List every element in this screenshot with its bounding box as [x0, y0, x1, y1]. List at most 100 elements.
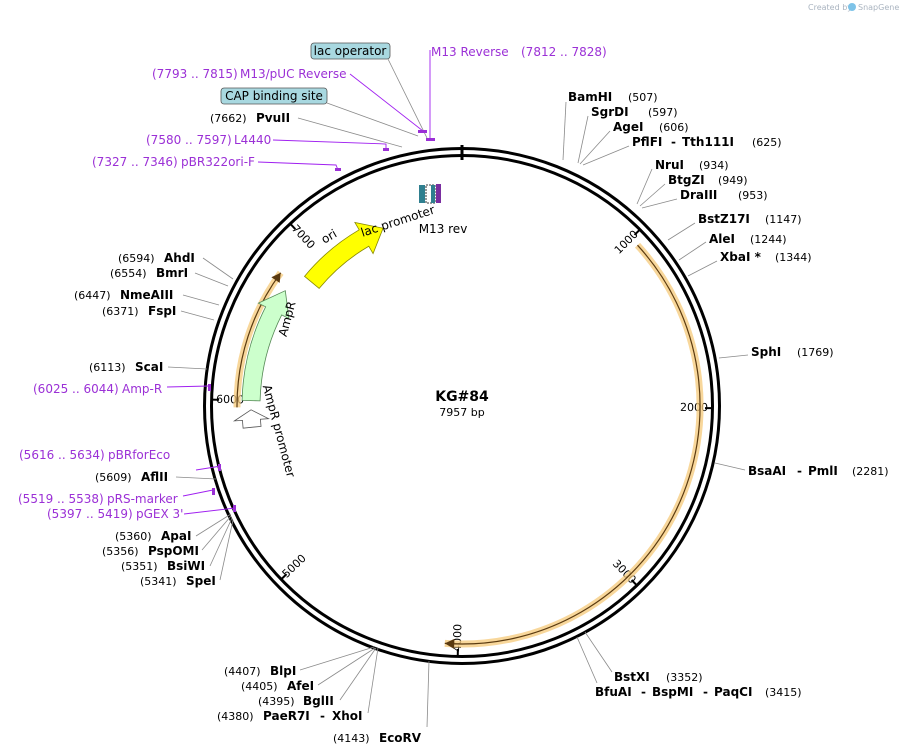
- primer-l4440-range: (7580 .. 7597): [146, 133, 232, 147]
- primer-pbrforeco-leader: [195, 465, 222, 471]
- site-bstz17i: BstZ17I (1147): [667, 212, 802, 241]
- site-paer7i-name: PaeR7I: [263, 709, 310, 723]
- site-ecorv-name: EcoRV: [379, 731, 422, 745]
- primer-m13-reverse-mark: [426, 138, 435, 141]
- site-spei-name: SpeI: [186, 574, 216, 588]
- tick-mark-7000: [289, 223, 297, 230]
- site-bstxi-name: BstXI: [614, 670, 650, 684]
- cap-binding-label: CAP binding site: [225, 89, 323, 103]
- site-blpi-name: BlpI: [270, 664, 296, 678]
- primer-prs-marker: (5519 .. 5538) pRS-marker: [18, 488, 215, 506]
- site-apai-coord: (5360): [115, 530, 152, 543]
- site-aflii: (5609) AflII: [95, 470, 217, 484]
- site-blpi: (4407) BlpI: [224, 646, 375, 678]
- site-pflfi-name: PflFI: [632, 135, 662, 149]
- site-btgzi-coord: (949): [718, 174, 748, 187]
- cap-site-mark: [419, 185, 425, 203]
- site-pflfi-coord: (625): [752, 136, 782, 149]
- site-agei: AgeI (606): [579, 120, 689, 165]
- lac-operator-leader: [387, 58, 428, 139]
- site-sphi: SphI (1769): [718, 345, 834, 359]
- primer-m13-reverse-range: (7812 .. 7828): [521, 45, 607, 59]
- credit-prefix: Created by: [808, 3, 852, 12]
- site-ahdi-leader: [202, 257, 234, 280]
- site-bmri-leader: [194, 272, 229, 287]
- site-pvuii-name: PvuII: [256, 111, 290, 125]
- site-xbai: XbaI * (1344): [687, 250, 812, 277]
- primer-pbrforeco: (5616 .. 5634) pBRforEco: [19, 448, 222, 471]
- site-bsiwi-coord: (5351): [121, 560, 158, 573]
- site-bsaai-coord: (2281): [852, 465, 889, 478]
- site-paer7i-coord: (4380): [217, 710, 254, 723]
- credit-brand: SnapGene: [858, 3, 899, 12]
- primer-pbr322ori-f-name: pBR322ori-F: [181, 155, 255, 169]
- site-scai-coord: (6113): [89, 361, 126, 374]
- lac-operator-box: lac operator: [310, 42, 391, 60]
- primer-pgex3-mark: [233, 505, 236, 512]
- site-sgrdi-leader: [577, 115, 589, 164]
- site-ahdi: (6594) AhdI: [118, 251, 234, 280]
- site-pflfi-leader: [582, 145, 630, 166]
- m13-rev-mark: [436, 184, 441, 203]
- cap-binding-leader: [326, 102, 419, 137]
- site-apai-name: ApaI: [161, 529, 191, 543]
- site-pvuii-leader: [297, 117, 403, 148]
- site-alei-leader: [678, 241, 707, 261]
- primer-pbrforeco-name: pBRforEco: [108, 448, 170, 462]
- cap-binding-box: CAP binding site: [220, 87, 328, 105]
- site-bamhi: BamHI (507): [562, 90, 658, 161]
- site-sgrdi-name: SgrDI: [591, 105, 629, 119]
- primer-pgex3-leader: [183, 507, 236, 515]
- site-draiii-leader: [641, 198, 678, 209]
- site-aflii-name: AflII: [141, 470, 168, 484]
- lac-operator-label: lac operator: [314, 44, 387, 58]
- ampr-promoter-arrow: [232, 409, 270, 429]
- primer-m13puc-reverse-mark: [418, 130, 427, 133]
- site-spei-coord: (5341): [140, 575, 177, 588]
- primer-prs-marker-mark: [212, 488, 215, 495]
- primer-amp-r: (6025 .. 6044) Amp-R: [33, 382, 211, 396]
- site-bfuai: BfuAI - BspMI - PaqCI (3415): [576, 636, 802, 699]
- site-alei: AleI (1244): [678, 232, 787, 261]
- site-bsaai-name: BsaAI: [748, 464, 786, 478]
- primer-pbr322ori-f-range: (7327 .. 7346): [92, 155, 178, 169]
- primer-pbrforeco-mark: [218, 464, 221, 471]
- primer-m13puc-reverse-name: M13/pUC Reverse: [240, 67, 347, 81]
- site-blpi-coord: (4407): [224, 665, 261, 678]
- tick-label-7000: 7000: [289, 222, 318, 251]
- site-spei: (5341) SpeI: [140, 519, 234, 588]
- site-bfuai-sep1: -: [641, 685, 646, 699]
- lac-region-marks: [419, 184, 441, 204]
- primer-pbrforeco-range: (5616 .. 5634): [19, 448, 105, 462]
- site-bsaai-leader: [714, 462, 746, 471]
- site-bsaai: BsaAI - PmlI (2281): [714, 462, 889, 478]
- site-bamhi-coord: (507): [628, 91, 658, 104]
- site-nmeaiii-coord: (6447): [74, 289, 111, 302]
- primer-pbr322ori-f: (7327 .. 7346) pBR322ori-F: [92, 155, 341, 171]
- site-draiii-name: DraIII: [680, 188, 717, 202]
- site-bfuai-sep2: -: [703, 685, 708, 699]
- site-bmri-name: BmrI: [156, 266, 188, 280]
- primer-m13puc-reverse-leader: [349, 73, 424, 132]
- site-btgzi-name: BtgZI: [668, 173, 705, 187]
- primer-l4440-name: L4440: [234, 133, 271, 147]
- site-bsaai-sep: -: [797, 464, 802, 478]
- site-scai: (6113) ScaI: [89, 360, 208, 374]
- site-nmeaiii-name: NmeAIII: [120, 288, 173, 302]
- tick-label-5000: 5000: [280, 552, 309, 581]
- site-pvuii-coord: (7662): [210, 112, 247, 125]
- site-spei-leader: [219, 519, 234, 581]
- site-fspi: (6371) FspI: [102, 304, 215, 321]
- primer-l4440: (7580 .. 7597) L4440: [146, 133, 389, 151]
- primer-amp-r-range: (6025 .. 6044): [33, 382, 119, 396]
- site-alei-name: AleI: [709, 232, 735, 246]
- site-fspi-coord: (6371): [102, 305, 139, 318]
- site-bmri: (6554) BmrI: [110, 266, 229, 287]
- site-bsiwi: (5351) BsiWI: [121, 517, 233, 573]
- site-pspomi-name: PspOMI: [148, 544, 199, 558]
- site-bglii-leader: [339, 647, 377, 701]
- primer-prs-marker-name: pRS-marker: [107, 492, 178, 506]
- site-afei: (4405) AfeI: [241, 647, 376, 693]
- site-bstxi-leader: [584, 631, 613, 673]
